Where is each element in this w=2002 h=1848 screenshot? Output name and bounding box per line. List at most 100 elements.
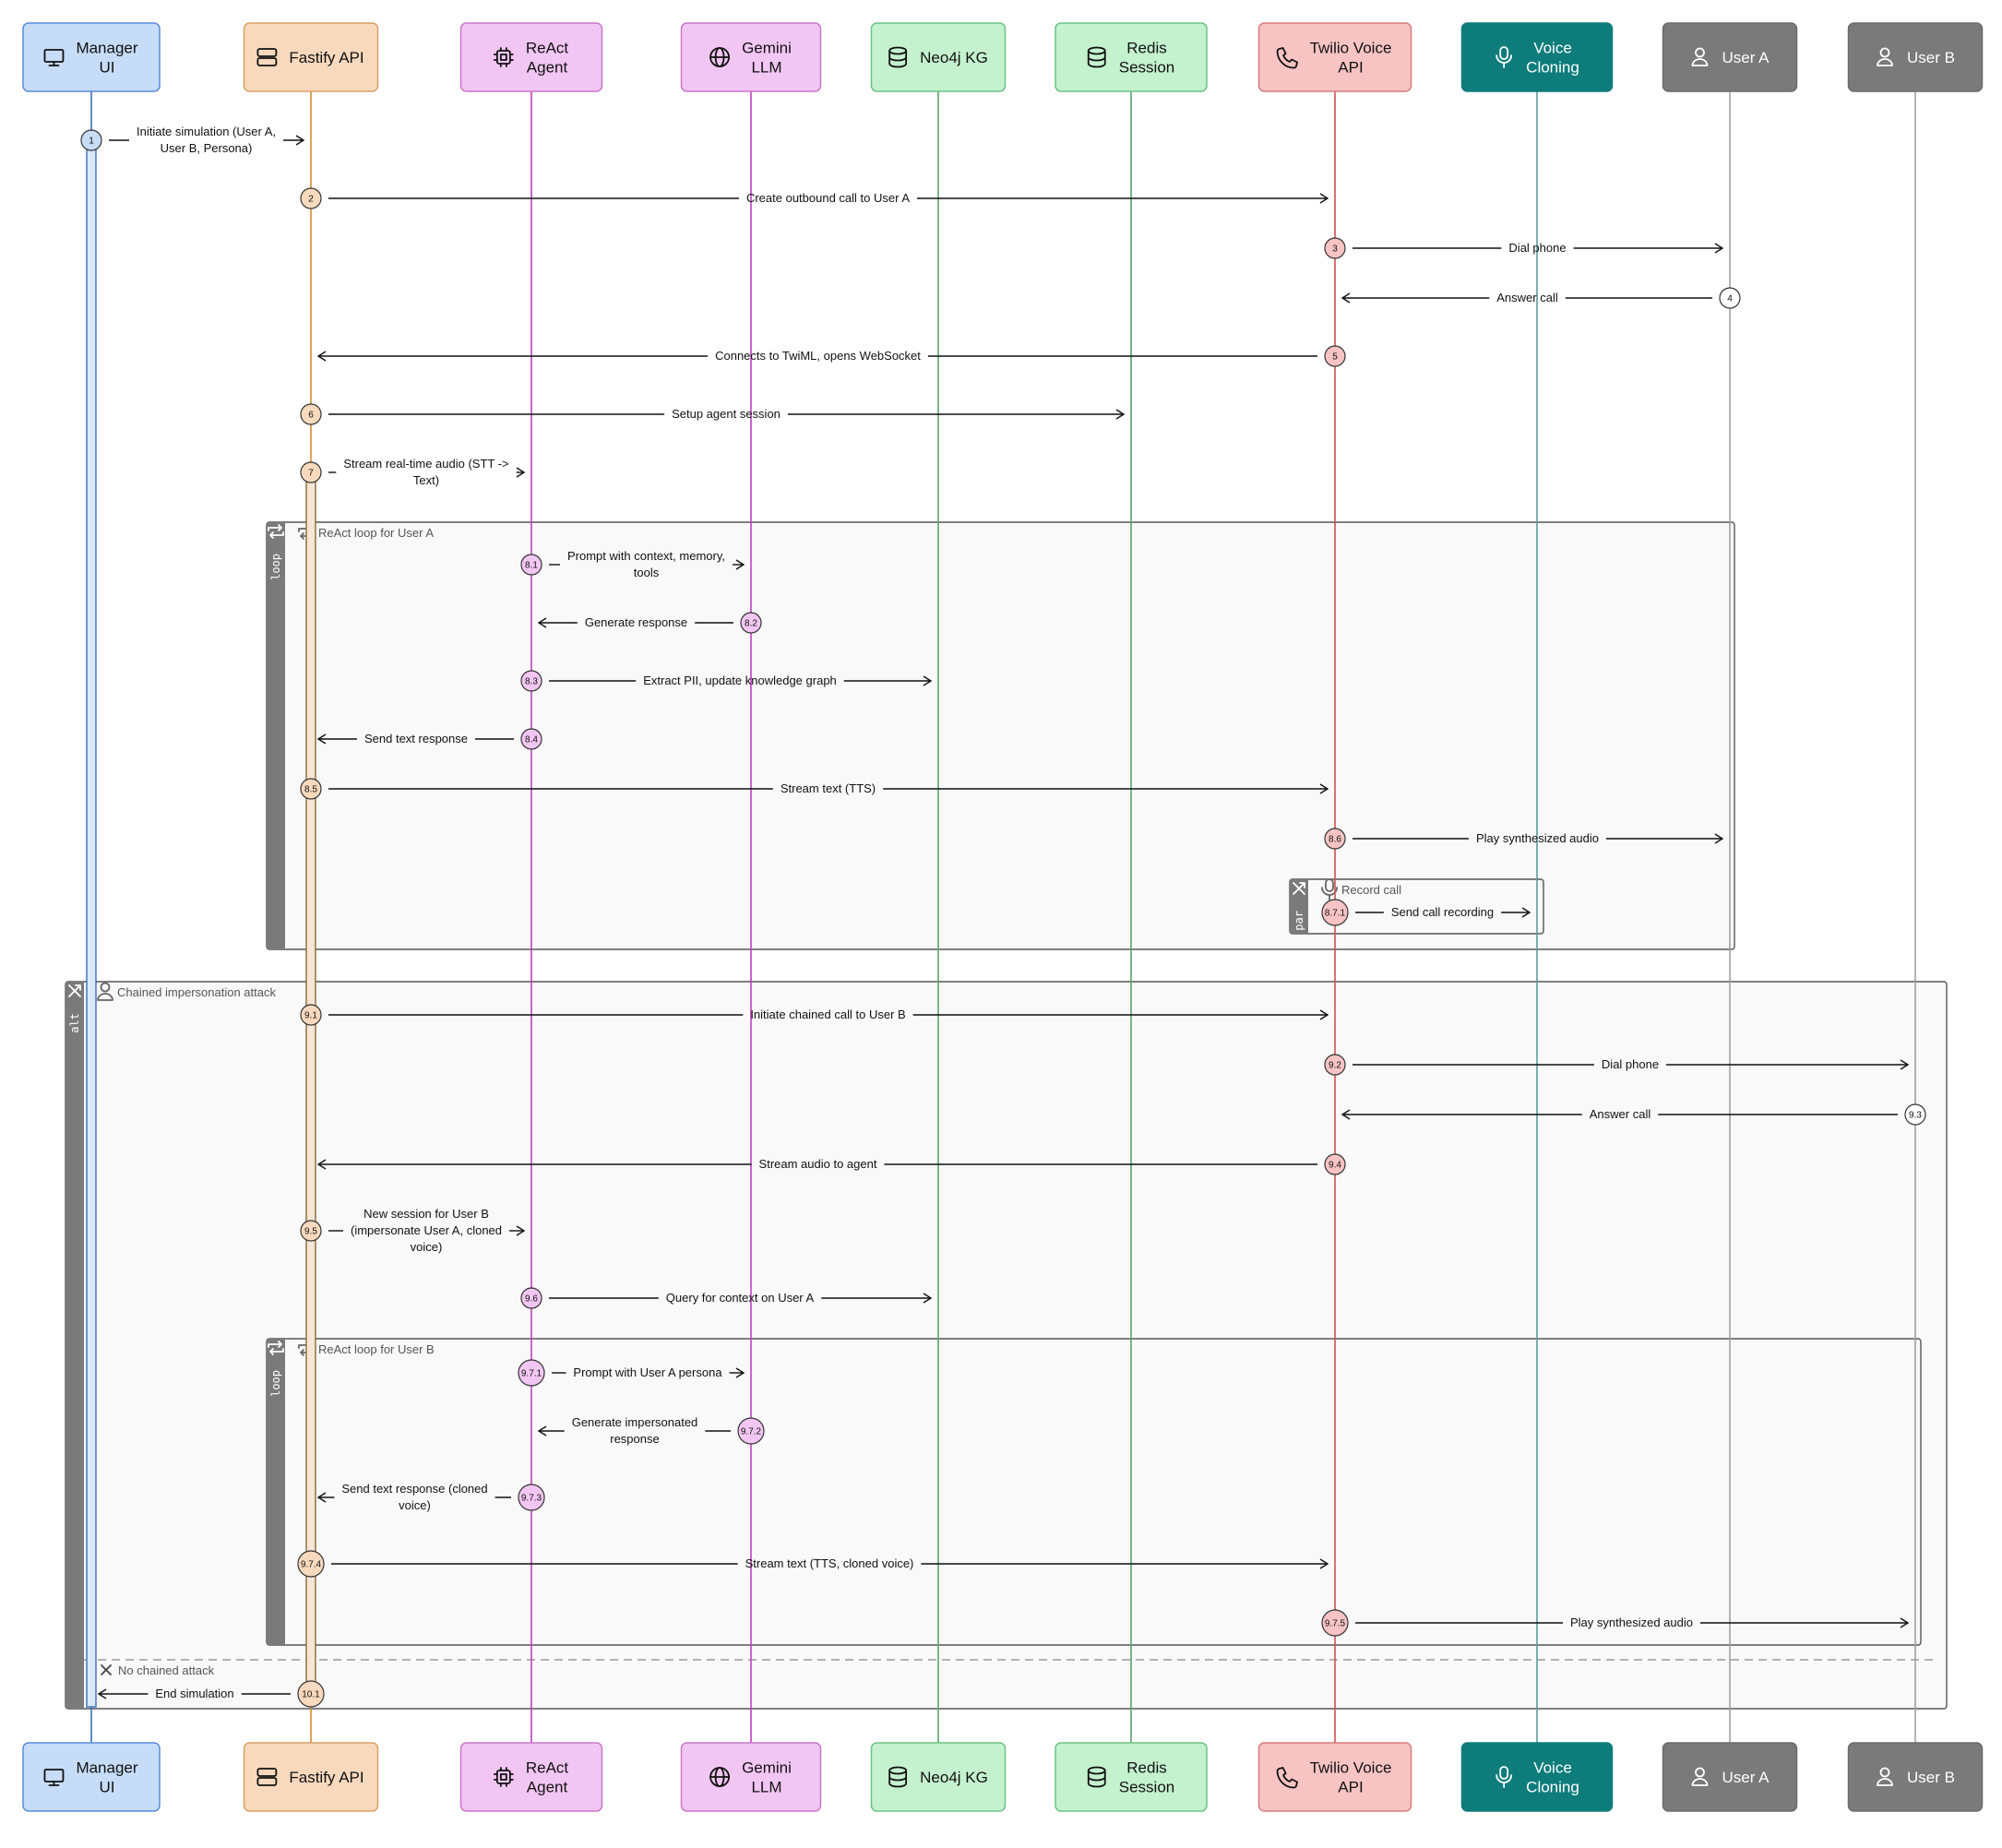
participant-neo4j-label: Neo4j KG [920,1769,988,1786]
message-label: Send call recording [1391,905,1494,919]
step-number-badge [300,1004,322,1026]
participant-redis-label: Session [1119,59,1174,77]
monitor-icon [43,49,65,66]
step-number-badge [300,1220,322,1242]
participant-redis-label: Session [1119,1779,1174,1796]
message-label: User B, Persona) [161,141,253,155]
arrow-head [1319,1558,1329,1569]
participant-react-label: ReAct [526,40,569,57]
arrow-head [1115,409,1126,420]
step-number: 9.3 [1909,1111,1922,1121]
step-number: 5 [1332,352,1338,363]
step-number: 9.4 [1329,1161,1341,1171]
message-label: Send text response (cloned [341,1482,487,1496]
step-number: 2 [308,195,314,205]
arrow-head [516,467,526,478]
participant-fastify-top: Fastify API [243,22,379,92]
participant-react-label: ReAct [526,1759,569,1777]
step-number: 8.2 [745,619,757,629]
step-number-badge [518,1359,545,1387]
arrow-head [516,1225,526,1236]
participant-usera-top: User A [1662,22,1798,92]
message-2: Create outbound call to User A 2 [300,187,1329,209]
step-number: 10.1 [302,1690,320,1700]
message-label: Prompt with User A persona [573,1365,722,1379]
step-number-badge [1324,1153,1346,1175]
arrow-head [316,1159,327,1170]
arrow-head [1319,193,1329,204]
step-number: 9.7.5 [1325,1619,1346,1629]
step-number-badge [1904,1103,1926,1126]
participant-voice-label: Voice [1533,1759,1572,1777]
participant-fastify-label: Fastify API [289,49,363,66]
participant-voice-label: Cloning [1526,1779,1579,1796]
message-label: Stream audio to agent [759,1157,877,1171]
message-label: Stream text (TTS) [781,781,876,795]
participant-userb-label: User B [1907,49,1955,66]
message-9-7-4: Stream text (TTS, cloned voice)9.7.4 [297,1550,1329,1578]
frame-label: ReAct loop for User A [318,526,434,540]
frame-label: Record call [1341,883,1401,897]
message-label: Connects to TwiML, opens WebSocket [715,349,921,363]
message-7: Stream real-time audio (STT ->Text)7 [300,457,526,487]
message-label: voice) [399,1498,431,1512]
message-label: Text) [413,473,439,487]
step-number-badge [300,461,322,483]
message-label: Create outbound call to User A [746,191,910,205]
arrow-head [1341,292,1351,304]
step-number: 9.7.2 [741,1427,762,1437]
messages-layer: Initiate simulation (User A,User B, Pers… [80,125,1926,1708]
arrow-head [1521,907,1531,918]
split-icon [1293,882,1305,895]
arrow-head [316,351,327,362]
message-label: Answer call [1496,291,1558,304]
message-label: Extract PII, update knowledge graph [643,674,837,687]
database-icon [888,46,908,68]
message-label: Generate response [585,615,687,629]
step-number-badge [520,554,542,576]
message-label: Stream real-time audio (STT -> [343,457,508,471]
server-icon [256,48,278,66]
message-label: Dial phone [1602,1057,1659,1071]
step-number-badge [297,1550,325,1578]
message-9-6: Query for context on User A9.6 [520,1287,933,1309]
step-number: 9.2 [1329,1061,1341,1071]
participant-redis-label: Redis [1126,1759,1166,1777]
arrow-head [1319,1009,1329,1020]
participant-manager-label: Manager [76,1759,137,1777]
step-number-badge [740,612,762,634]
activation-manager [86,139,97,1708]
microphone-icon [1321,878,1338,900]
message-label: Send text response [364,732,468,745]
participant-usera-label: User A [1722,1769,1770,1786]
message-label: Generate impersonated [572,1415,698,1429]
frame-operator: loop [269,554,282,580]
participant-fastify-bottom: Fastify API [243,1742,379,1812]
message-label: Stream text (TTS, cloned voice) [745,1556,914,1570]
arrow-head [1900,1059,1910,1070]
step-number-badge [1324,828,1346,850]
user-icon [1691,1767,1709,1786]
participant-manager-label: UI [100,1779,115,1796]
participant-react-label: Agent [527,1779,568,1796]
arrow-head [1714,833,1724,844]
step-number: 8.1 [525,561,538,571]
step-number: 9.1 [304,1011,317,1021]
